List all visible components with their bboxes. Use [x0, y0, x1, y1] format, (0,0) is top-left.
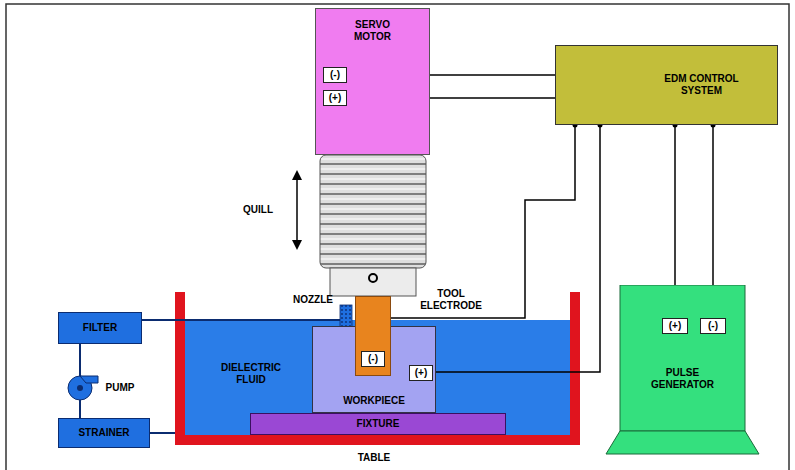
tool-electrode: (-) — [355, 296, 391, 376]
terminal-label: (-) — [361, 351, 385, 367]
part-label: PUMP — [102, 382, 138, 394]
terminal: (+) — [409, 365, 433, 381]
strainer-box: STRAINER — [58, 418, 150, 448]
control-box: EDM CONTROL SYSTEM — [555, 45, 778, 125]
tank-wall — [570, 292, 580, 445]
quill-arrow — [296, 178, 298, 242]
node-label: PULSE GENERATOR — [643, 367, 723, 391]
tank-wall — [175, 292, 185, 445]
node-label: SERVO MOTOR — [342, 19, 404, 43]
quill-bellows — [320, 155, 426, 268]
terminal: (+) — [323, 90, 347, 106]
servo-motor: SERVO MOTOR (-) (+) — [315, 8, 430, 155]
part-label: TABLE — [354, 452, 394, 464]
filter-box: FILTER — [58, 312, 142, 344]
quill-collar — [330, 268, 416, 296]
node-label: STRAINER — [78, 427, 129, 439]
arrowhead — [292, 170, 302, 180]
node-label: EDM CONTROL SYSTEM — [654, 73, 750, 97]
frame — [6, 4, 789, 470]
node-label: (+) — [415, 367, 428, 379]
generator-body — [620, 285, 745, 431]
node-label: (-) — [330, 69, 340, 81]
part-label: QUILL — [238, 204, 278, 216]
fixture: FIXTURE — [250, 413, 506, 435]
generator-base — [606, 431, 759, 454]
node-label: (+) — [329, 92, 342, 104]
wire — [433, 125, 600, 372]
pipe — [150, 432, 175, 434]
node-label: (+) — [669, 320, 682, 332]
terminal: (+) — [662, 318, 688, 334]
terminal: (-) — [323, 67, 347, 83]
node-label: FIXTURE — [357, 418, 400, 430]
node-label: DIELECTRIC FLUID — [209, 362, 293, 386]
node-label: WORKPIECE — [343, 395, 405, 407]
arrowhead — [292, 240, 302, 250]
node-label: FILTER — [83, 322, 117, 334]
pump-hub — [77, 385, 83, 391]
node-label: (-) — [708, 320, 718, 332]
tank-floor — [175, 435, 580, 445]
part-label: NOZZLE — [289, 294, 337, 306]
pump-outlet — [80, 376, 98, 383]
pulse-generator: PULSE GENERATOR (+) (-) — [605, 285, 760, 455]
part-label: TOOL ELECTRODE — [420, 288, 482, 312]
terminal: (-) — [700, 318, 726, 334]
collar-hole — [369, 274, 377, 282]
